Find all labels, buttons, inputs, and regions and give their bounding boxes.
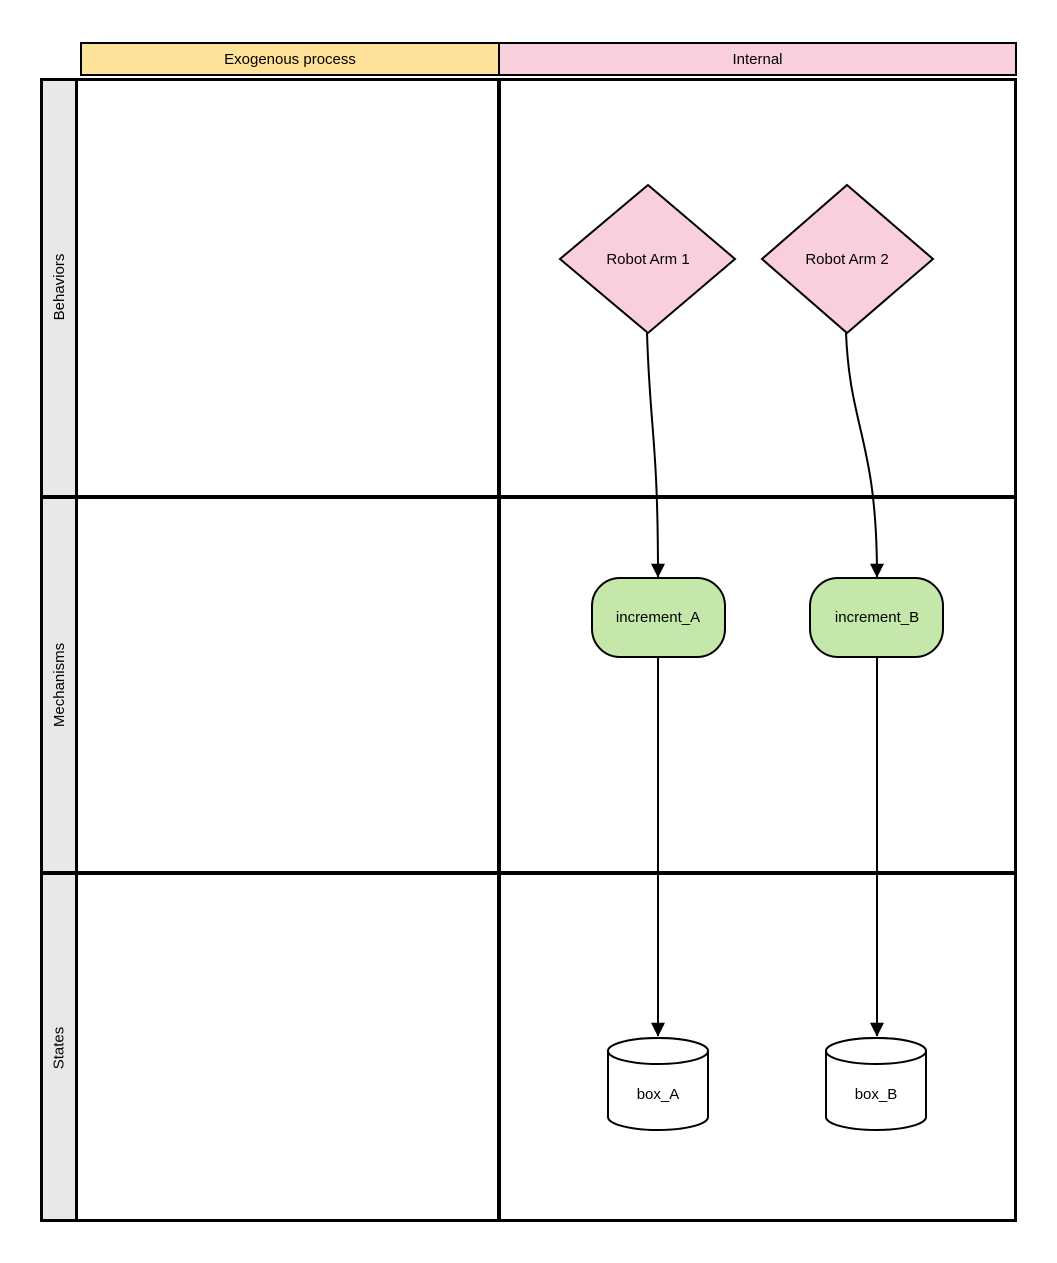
diamond-shape[interactable] [760, 183, 935, 335]
row-header-column [43, 81, 78, 1219]
node-box-b-label: box_B [855, 1086, 898, 1103]
process-shape[interactable] [809, 577, 944, 658]
edge-robot-arm-2-to-increment-b[interactable] [845, 332, 884, 578]
column-divider [497, 78, 501, 1222]
node-increment-a-label: increment_A [616, 609, 700, 626]
node-robot-arm-2-label: Robot Arm 2 [805, 251, 888, 268]
node-box-b[interactable]: box_B [825, 1037, 927, 1131]
column-header-internal: Internal [498, 42, 1017, 76]
node-robot-arm-1-label: Robot Arm 1 [606, 251, 689, 268]
column-header-exogenous-label: Exogenous process [224, 50, 356, 68]
node-increment-b-label: increment_B [835, 609, 919, 626]
process-shape[interactable] [591, 577, 726, 658]
edge-robot-arm-1-to-increment-a[interactable] [646, 332, 665, 578]
node-robot-arm-2[interactable]: Robot Arm 2 [760, 183, 935, 335]
lane-divider [40, 495, 1017, 499]
cylinder-top[interactable] [607, 1037, 709, 1065]
node-box-a-label: box_A [637, 1086, 680, 1103]
column-header-internal-label: Internal [732, 50, 783, 68]
node-increment-b[interactable]: increment_B [809, 577, 944, 658]
node-robot-arm-1[interactable]: Robot Arm 1 [558, 183, 737, 335]
node-increment-a[interactable]: increment_A [591, 577, 726, 658]
column-header-exogenous-process: Exogenous process [80, 42, 500, 76]
diamond-shape[interactable] [558, 183, 737, 335]
node-box-a[interactable]: box_A [607, 1037, 709, 1131]
cylinder-top[interactable] [825, 1037, 927, 1065]
lane-divider [40, 871, 1017, 875]
